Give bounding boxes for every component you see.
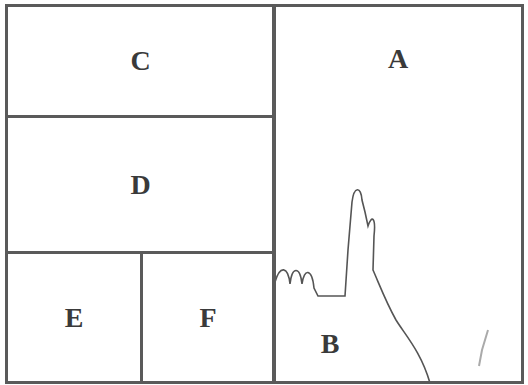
hand-outline <box>275 190 430 383</box>
region-box: C <box>5 4 276 118</box>
region-letter: C <box>130 47 150 75</box>
hand-region: B <box>295 315 365 373</box>
region-letter: B <box>321 330 340 358</box>
scratch-mark <box>479 330 488 366</box>
region-letter: F <box>199 304 216 332</box>
region-letter: D <box>130 171 150 199</box>
region-letter: E <box>65 304 84 332</box>
region-box: D <box>5 115 276 254</box>
region-box: F <box>140 251 276 384</box>
region-letter: A <box>388 45 408 73</box>
region-box: E <box>5 251 143 384</box>
region-box: AB <box>272 4 524 384</box>
